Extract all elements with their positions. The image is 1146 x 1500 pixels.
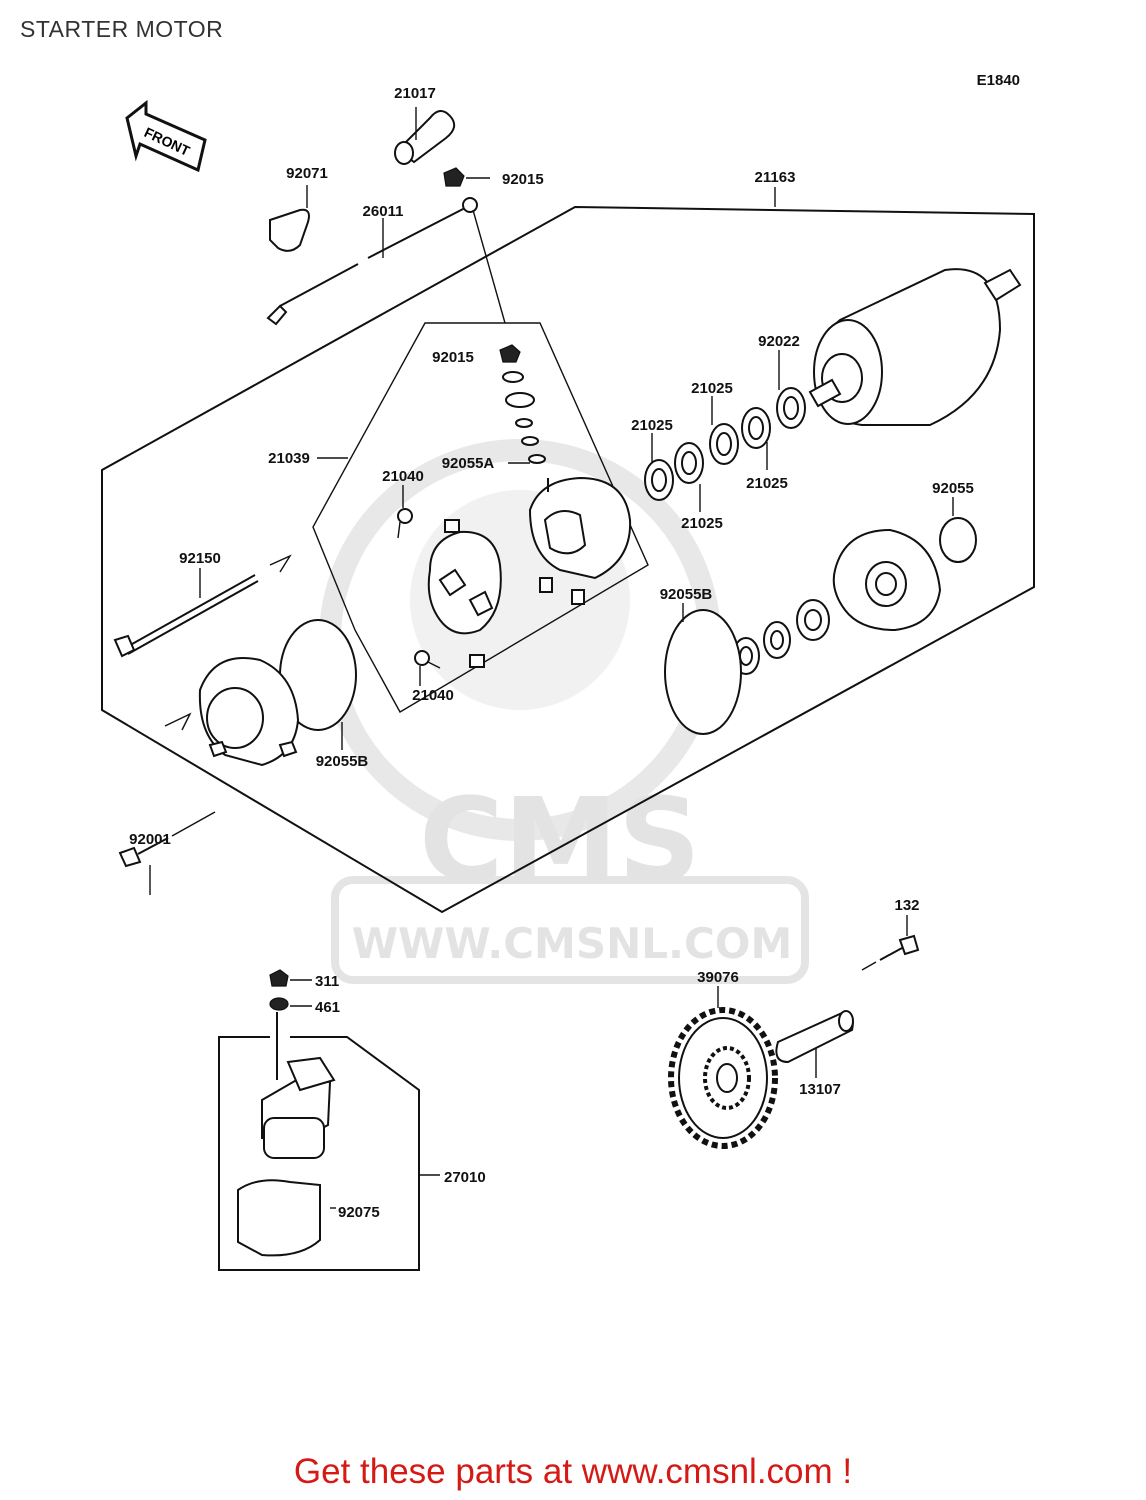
label-92055A: 92055A — [442, 455, 495, 472]
parts-footer-link[interactable]: Get these parts at www.cmsnl.com ! — [293, 1452, 853, 1491]
exploded-parts-diagram: CMS WWW.CMSNL.COM FRONT — [101, 85, 1035, 1271]
o-ring-92055 — [939, 517, 977, 563]
label-21040-lower: 21040 — [412, 687, 454, 704]
label-92055: 92055 — [932, 480, 974, 497]
label-21163: 21163 — [755, 169, 796, 186]
washer-set — [644, 387, 806, 501]
label-92015-top: 92015 — [502, 171, 544, 188]
label-92071: 92071 — [286, 165, 328, 182]
idle-gear-shaft — [775, 1010, 854, 1064]
front-cover — [164, 657, 300, 767]
label-92055B-right: 92055B — [660, 586, 713, 603]
armature-yoke — [808, 268, 1022, 426]
label-21025-c: 21025 — [746, 475, 788, 492]
nut-top — [443, 167, 465, 187]
front-arrow-icon: FRONT — [125, 99, 207, 173]
starter-relay-outline — [218, 1036, 420, 1271]
page-title: STARTER MOTOR — [20, 16, 224, 42]
label-21017: 21017 — [394, 85, 436, 102]
nut-311 — [269, 969, 289, 987]
idle-gear — [668, 1007, 778, 1149]
label-92075: 92075 — [338, 1204, 380, 1221]
terminal-bolt-stack — [499, 344, 546, 464]
starter-lead — [266, 197, 478, 326]
label-21025-d: 21025 — [681, 515, 723, 532]
label-26011: 26011 — [363, 203, 404, 220]
label-21025-a: 21025 — [691, 380, 733, 397]
label-39076: 39076 — [697, 969, 739, 986]
label-461: 461 — [315, 999, 340, 1016]
label-132: 132 — [894, 897, 919, 914]
starter-relay — [261, 1012, 336, 1159]
brush-holder-outline — [312, 322, 649, 713]
rear-bracket — [832, 528, 942, 632]
watermark-url: WWW.CMSNL.COM — [352, 919, 793, 968]
diagram-code: E1840 — [976, 72, 1020, 89]
label-27010: 27010 — [444, 1169, 486, 1186]
label-92015: 92015 — [432, 349, 474, 366]
idle-gear-bolt — [861, 934, 920, 971]
shim-set-right — [732, 599, 830, 675]
starter-motor-assembly-outline — [101, 205, 1035, 914]
label-92150: 92150 — [179, 550, 221, 567]
label-13107: 13107 — [799, 1081, 841, 1098]
label-92055B-left: 92055B — [316, 753, 369, 770]
brush-plate — [528, 476, 632, 605]
terminal-cap — [394, 110, 456, 165]
mounting-bolt — [118, 811, 216, 868]
label-92001: 92001 — [129, 831, 171, 848]
brush-spring-upper — [397, 508, 413, 539]
label-21040-upper: 21040 — [382, 468, 424, 485]
o-ring-92055B-right — [664, 609, 742, 735]
relay-cover — [237, 1179, 321, 1257]
brush-spring-lower — [414, 650, 441, 669]
brush-holder — [427, 519, 502, 668]
terminal-cover — [269, 208, 310, 252]
label-92022: 92022 — [758, 333, 800, 350]
through-bolt — [113, 554, 292, 658]
label-21025-b: 21025 — [631, 417, 673, 434]
washer-461 — [269, 997, 289, 1011]
label-311: 311 — [315, 973, 339, 990]
label-21039: 21039 — [268, 450, 310, 467]
